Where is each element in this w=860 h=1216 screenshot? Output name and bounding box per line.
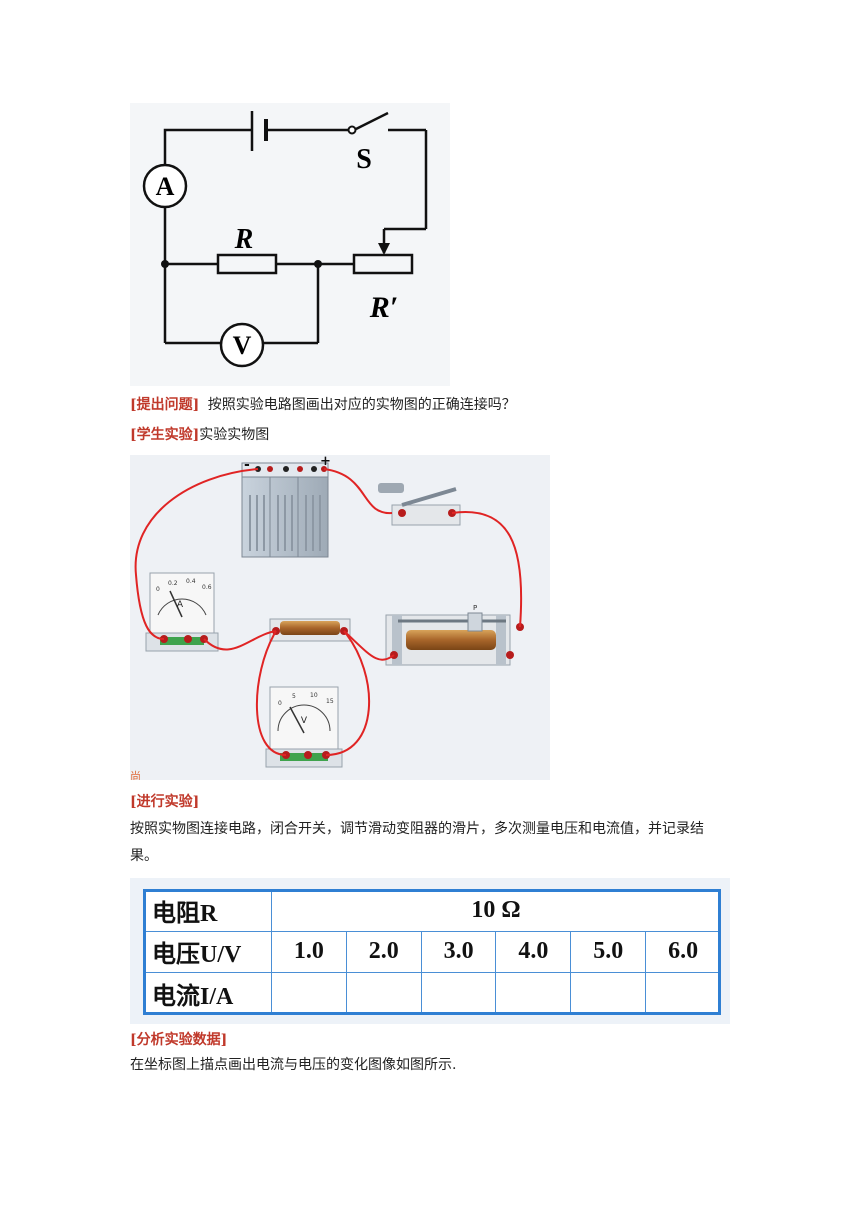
connecting-wires [134, 468, 523, 756]
ammeter-device-letter: A [177, 600, 184, 610]
analysis-paragraph: 在坐标图上描点画出电流与电压的变化图像如图所示. [130, 1057, 457, 1073]
switch-blade [355, 111, 389, 131]
wire-ammeter-resistor [203, 630, 277, 651]
circuit-diagram: A V S R R′ [130, 103, 450, 386]
voltmeter-symbol [219, 322, 265, 368]
voltmeter-device [265, 686, 343, 768]
wire-battery-ammeter [134, 468, 259, 640]
ammeter-scale-0: 0 [156, 586, 160, 593]
voltmeter-scale-3: 15 [326, 698, 334, 705]
wire-resistor-voltmeter-left [256, 630, 287, 756]
student-line: [学生实验]实验实物图 [130, 425, 269, 445]
analysis-tag: [分析实验数据] [130, 1032, 228, 1048]
question-text: 按照实验电路图画出对应的实物图的正确连接吗？ [207, 397, 516, 413]
junction-left [161, 260, 169, 268]
rheostat-symbol [352, 253, 414, 275]
conduct-tag: [进行实验] [130, 794, 200, 810]
table-row-current: 电流I/A [143, 972, 721, 1015]
ammeter-symbol [142, 163, 188, 209]
current-cell-1 [271, 972, 347, 1015]
rheostat-label: R′ [369, 291, 398, 324]
figure-tail-mark: 尚 [130, 769, 141, 780]
student-tag: [学生实验] [130, 427, 200, 443]
measurement-table: 电阻R 10 Ω 电压U/V 1.0 2.0 3.0 4.0 5.0 6.0 电… [143, 889, 721, 1015]
slider-letter: P [473, 604, 477, 612]
wire-top-left [163, 128, 252, 165]
resistor-label: R [234, 224, 254, 255]
slide-rheostat-device [385, 612, 524, 666]
wire-switch-rheostat [451, 511, 523, 628]
current-cell-2 [345, 972, 422, 1015]
student-text: 实验实物图 [199, 427, 270, 443]
table-row-voltage: 电压U/V 1.0 2.0 3.0 4.0 5.0 6.0 [143, 930, 721, 974]
voltmeter-label: V [233, 331, 252, 360]
current-label: 电流I/A [143, 972, 272, 1015]
circuit-diagram-svg: A V S R R′ [142, 111, 428, 368]
current-cell-3 [420, 972, 497, 1015]
resistor-symbol [216, 253, 278, 275]
voltage-cell-1: 1.0 [271, 930, 347, 974]
conduct-heading: [进行实验] [130, 792, 199, 812]
question-line: [提出问题] 按照实验电路图画出对应的实物图的正确连接吗？ [130, 395, 516, 415]
analysis-heading: [分析实验数据] [130, 1030, 227, 1050]
resistance-value: 10 Ω [271, 889, 721, 932]
apparatus-svg: - + 0 0.2 0.4 0.6 A [130, 454, 524, 783]
voltage-cell-5: 5.0 [570, 930, 647, 974]
wire-resistor-voltmeter-right [325, 630, 371, 756]
voltage-label: 电压U/V [143, 930, 272, 974]
current-cell-4 [495, 972, 572, 1015]
voltage-cell-3: 3.0 [420, 930, 497, 974]
fixed-resistor-device [269, 618, 351, 642]
conduct-paragraph: 按照实物图连接电路，闭合开关，调节滑动变阻器的滑片，多次测量电压和电流值，并记录… [130, 821, 704, 864]
switch-label: S [356, 144, 372, 175]
knife-switch [378, 483, 461, 526]
resistance-label: 电阻R [143, 889, 272, 932]
voltmeter-scale-0: 0 [278, 700, 282, 707]
voltmeter-device-letter: V [301, 716, 308, 726]
current-cell-5 [570, 972, 647, 1015]
wire-resistor-rheostat [343, 630, 395, 661]
junction-right [314, 260, 322, 268]
battery-negative-label: - [244, 457, 250, 473]
voltmeter-scale-1: 5 [292, 693, 296, 700]
ammeter-scale-2: 0.4 [186, 578, 196, 585]
voltage-cell-6: 6.0 [645, 930, 721, 974]
slider-arrowhead [378, 243, 390, 255]
battery-positive-label: + [320, 455, 331, 469]
battery-pack [241, 462, 329, 558]
voltage-cell-4: 4.0 [495, 930, 572, 974]
question-tag: [提出问题] [130, 397, 200, 413]
voltmeter-scale-2: 10 [310, 692, 318, 699]
wire-battery-switch [323, 468, 393, 515]
apparatus-figure: - + 0 0.2 0.4 0.6 A [130, 454, 550, 783]
table-row-resistance: 电阻R 10 Ω [143, 889, 721, 932]
ammeter-label: A [156, 172, 175, 201]
switch-contact [347, 125, 357, 135]
current-cell-6 [645, 972, 721, 1015]
ammeter-scale-1: 0.2 [168, 580, 178, 587]
ammeter-scale-3: 0.6 [202, 584, 212, 591]
voltage-cell-2: 2.0 [345, 930, 422, 974]
